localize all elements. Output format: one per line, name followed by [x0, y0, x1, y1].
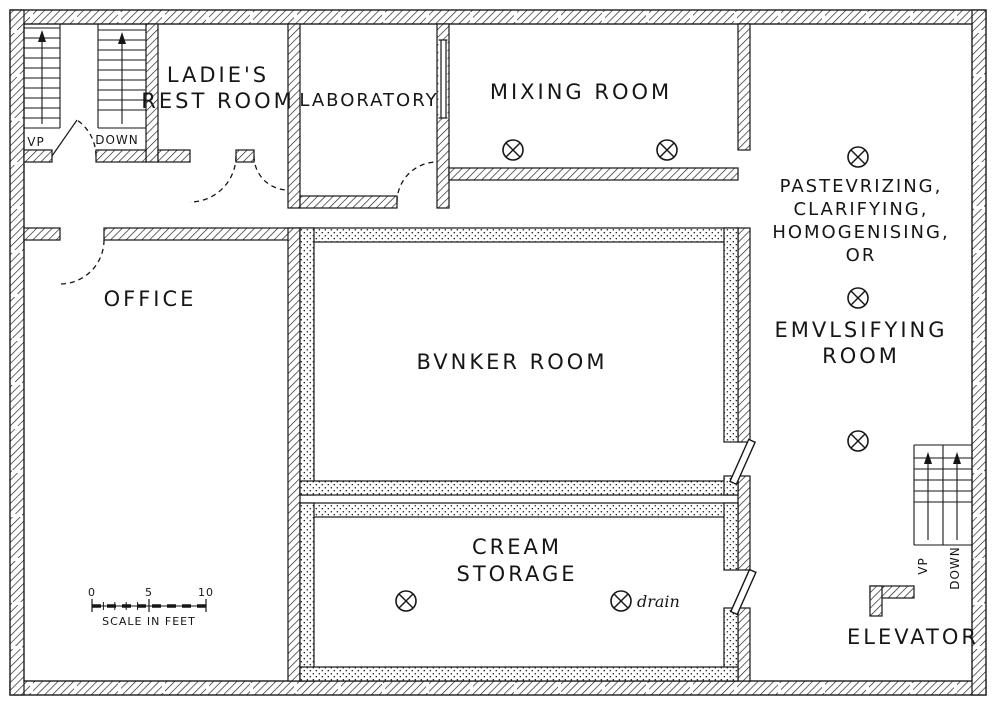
- drain-icon: [656, 139, 678, 161]
- scale-bar: [91, 599, 207, 612]
- room-label-bunker-room: BVNKER ROOM: [417, 350, 608, 374]
- wall-segment: [971, 9, 987, 696]
- wall-segment: [737, 23, 751, 151]
- room-label-emulsifying: ROOM: [822, 344, 900, 368]
- room-label-office: OFFICE: [104, 287, 197, 311]
- wall-segment: [9, 680, 987, 696]
- wall-segment: [287, 227, 301, 682]
- wall-segment: [299, 666, 739, 682]
- door-leaf: [729, 568, 757, 616]
- door-swing-arc: [396, 161, 438, 203]
- wall-segment: [9, 9, 25, 696]
- room-label-laboratory: LABORATORY: [299, 90, 438, 111]
- room-label-rest-room: LADIE'S: [167, 63, 269, 87]
- drain-icon: [847, 287, 869, 309]
- room-label-rest-room: REST ROOM: [141, 89, 294, 113]
- room-label-emulsifying: EMVLSIFYING: [774, 318, 947, 342]
- wall-segment: [299, 227, 315, 496]
- stair-arrow-icon: [953, 452, 961, 540]
- wall-segment: [869, 585, 883, 617]
- stairs-up-label: VP: [27, 135, 44, 149]
- room-label-mixing-room: MIXING ROOM: [490, 80, 672, 104]
- drain-label: drain: [637, 592, 680, 611]
- wall-segment: [737, 475, 751, 571]
- wall-segment: [723, 502, 739, 571]
- wall-segment: [9, 9, 987, 25]
- stair-arrow-icon: [38, 30, 46, 124]
- stairs-down-label: DOWN: [95, 133, 139, 147]
- room-label-cream-storage: STORAGE: [457, 562, 578, 586]
- wall-segment: [737, 227, 751, 443]
- wall-segment: [299, 227, 739, 243]
- door-leaves: [729, 438, 757, 616]
- cold-room-walls: [299, 227, 739, 682]
- room-label-elevator: ELEVATOR: [847, 625, 979, 649]
- scale-tick-10: 10: [198, 586, 214, 599]
- drain-icon: [610, 590, 632, 612]
- outer-wall-outline: [9, 9, 987, 696]
- wall-segment: [299, 502, 739, 518]
- scale-caption: SCALE IN FEET: [102, 615, 196, 628]
- drain-icon: [847, 430, 869, 452]
- door-arcs: [51, 119, 438, 285]
- stair-arrow-icon: [118, 32, 126, 124]
- stairs-top-left: [24, 24, 146, 129]
- room-label-pasteurizing: OR: [846, 245, 877, 266]
- room-label-cream-storage: CREAM: [472, 535, 562, 559]
- door-leaf: [51, 119, 78, 157]
- wall-segment: [95, 149, 147, 163]
- outer-walls: [9, 9, 987, 696]
- wall-segment: [23, 227, 61, 241]
- room-label-pasteurizing: CLARIFYING,: [794, 199, 929, 220]
- wall-segment: [299, 480, 739, 496]
- wall-segment: [299, 502, 315, 682]
- wall-segment: [299, 195, 398, 209]
- wall-segment: [103, 227, 301, 241]
- scale-tick-5: 5: [145, 586, 153, 599]
- wall-segment: [145, 23, 159, 163]
- stairs-down-label: DOWN: [948, 546, 962, 590]
- interior-walls: [23, 23, 915, 682]
- wall-segment: [287, 23, 301, 209]
- drain-icon: [395, 590, 417, 612]
- stairs-right: [913, 444, 972, 546]
- window-opening: [438, 40, 448, 118]
- stair-treads: [914, 457, 972, 503]
- room-label-pasteurizing: HOMOGENISING,: [772, 222, 949, 243]
- wall-segment: [157, 149, 191, 163]
- stairs-up-label: VP: [916, 557, 930, 574]
- drain-icon: [847, 146, 869, 168]
- door-swing-arc: [189, 155, 237, 203]
- glazed-partition: [438, 39, 448, 119]
- wall-segment: [448, 167, 739, 181]
- door-leaf: [729, 438, 757, 486]
- room-label-pasteurizing: PASTEVRIZING,: [780, 176, 943, 197]
- drain-icon: [502, 139, 524, 161]
- room-labels: LADIE'S REST ROOM LABORATORY MIXING ROOM…: [104, 63, 979, 649]
- door-swing-arc: [76, 119, 97, 157]
- wall-segment: [23, 149, 53, 163]
- drain-symbols: [395, 139, 869, 612]
- scale-tick-0: 0: [88, 586, 96, 599]
- door-swing-arc: [59, 239, 105, 285]
- wall-segment: [235, 149, 255, 163]
- wall-segment: [723, 227, 739, 443]
- stair-arrow-icon: [924, 452, 932, 540]
- wall-segment: [737, 607, 751, 682]
- door-swing-arc: [253, 155, 289, 191]
